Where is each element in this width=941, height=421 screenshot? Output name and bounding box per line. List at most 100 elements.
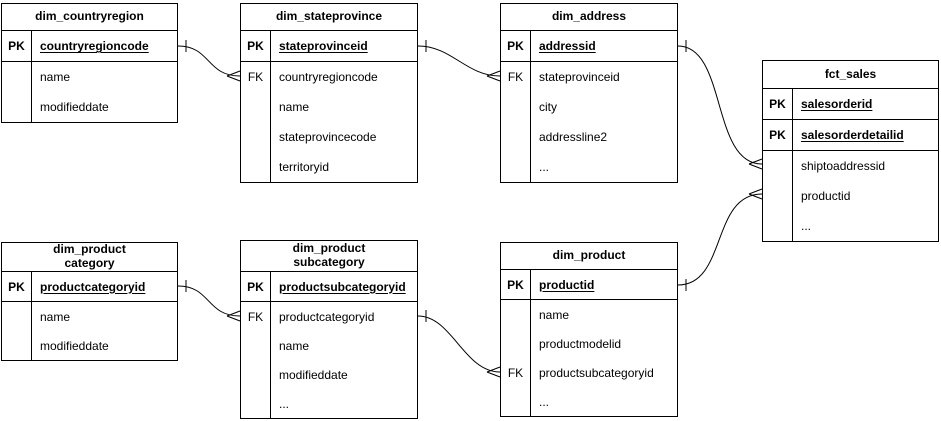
key-cell: [763, 151, 793, 181]
key-cell: [501, 122, 531, 152]
table-row: addressline2: [501, 122, 677, 152]
key-cell: [501, 387, 531, 416]
table-row: PK addressid: [501, 31, 677, 62]
column-name: city: [539, 100, 557, 114]
column-name: modifieddate: [279, 367, 348, 382]
relationship-countryregion-stateprovince: [177, 40, 241, 82]
table-row: productmodelid: [501, 329, 677, 358]
table-dim-product-subcategory: dim_product subcategory PK productsubcat…: [240, 240, 418, 419]
table-dim-product: dim_product PK productid name productmod…: [500, 242, 678, 417]
table-row: PK stateprovinceid: [241, 31, 417, 62]
key-cell: [501, 152, 531, 182]
table-row: territoryid: [241, 152, 417, 182]
table-title: dim_product category: [2, 242, 177, 272]
column-name: modifieddate: [40, 338, 109, 353]
key-cell: [501, 329, 531, 358]
key-cell: [241, 389, 271, 418]
column-name: productid: [539, 277, 595, 292]
table-title: dim_product: [501, 243, 677, 270]
table-row: name: [241, 331, 417, 360]
relationship-line: [177, 285, 241, 317]
key-cell: [241, 152, 271, 182]
table-row: PK countryregioncode: [2, 31, 177, 62]
column-name: ...: [801, 219, 812, 233]
table-row: PK salesorderdetailid: [763, 120, 938, 151]
relationship-line: [417, 45, 501, 77]
table-row: name: [2, 302, 177, 331]
key-cell: PK: [763, 120, 793, 150]
key-cell: [2, 331, 32, 360]
relationship-line: [417, 315, 501, 373]
table-title: dim_product subcategory: [241, 241, 417, 272]
key-cell: [241, 360, 271, 389]
column-name: addressid: [539, 39, 596, 53]
table-title: dim_address: [501, 4, 677, 31]
key-cell: PK: [501, 31, 531, 61]
relationship-stateprovince-address: [417, 40, 501, 82]
table-row: ...: [501, 152, 677, 182]
table-row: PK productcategoryid: [2, 272, 177, 302]
key-cell: [763, 211, 793, 241]
key-cell: [2, 62, 32, 92]
table-dim-address: dim_address PK addressid FK stateprovinc…: [500, 3, 678, 183]
relationship-product-fctsales: [677, 188, 763, 291]
crow-foot-many-icon: [486, 366, 501, 378]
column-name: name: [40, 309, 71, 324]
column-name: productid: [801, 189, 851, 203]
relationship-line: [677, 193, 763, 286]
column-name: stateprovincecode: [279, 130, 377, 144]
table-row: FK countryregioncode: [241, 62, 417, 92]
table-row: FK productcategoryid: [241, 302, 417, 331]
column-name: productcategoryid: [40, 279, 146, 294]
relationship-line: [677, 45, 763, 165]
key-cell: [2, 302, 32, 331]
column-name: stateprovinceid: [539, 70, 620, 84]
column-name: productsubcategoryid: [279, 279, 406, 294]
key-cell: FK: [241, 302, 271, 331]
column-name: name: [40, 70, 71, 84]
table-title: fct_sales: [763, 61, 938, 89]
column-name: salesorderid: [801, 97, 873, 111]
key-cell: [241, 92, 271, 122]
relationship-category-subcategory: [177, 280, 241, 322]
key-cell: [501, 300, 531, 329]
key-cell: [241, 122, 271, 152]
table-row: FK productsubcategoryid: [501, 358, 677, 387]
column-name: territoryid: [279, 160, 330, 174]
key-cell: FK: [241, 62, 271, 92]
column-name: name: [539, 307, 570, 322]
table-row: PK productid: [501, 270, 677, 300]
table-row: productid: [763, 181, 938, 211]
column-name: productcategoryid: [279, 309, 375, 324]
column-name: countryregioncode: [279, 70, 378, 84]
column-name: ...: [539, 160, 550, 174]
table-row: ...: [763, 211, 938, 241]
table-row: ...: [501, 387, 677, 416]
column-name: productmodelid: [539, 336, 622, 351]
crow-foot-many-icon: [748, 158, 763, 170]
table-row: name: [241, 92, 417, 122]
column-name: modifieddate: [40, 100, 109, 114]
key-cell: PK: [2, 31, 32, 61]
relationship-subcategory-product: [417, 310, 501, 378]
column-name: stateprovinceid: [279, 39, 368, 53]
column-name: countryregioncode: [40, 39, 149, 53]
table-row: modifieddate: [2, 92, 177, 122]
table-row: modifieddate: [241, 360, 417, 389]
table-row: name: [501, 300, 677, 329]
crow-foot-many-icon: [748, 188, 763, 200]
table-dim-product-category: dim_product category PK productcategoryi…: [1, 242, 178, 361]
column-name: ...: [279, 396, 290, 411]
crow-foot-many-icon: [486, 70, 501, 82]
table-dim-stateprovince: dim_stateprovince PK stateprovinceid FK …: [240, 3, 418, 183]
table-dim-countryregion: dim_countryregion PK countryregioncode n…: [1, 3, 178, 123]
key-cell: [241, 331, 271, 360]
column-name: name: [279, 338, 310, 353]
key-cell: PK: [763, 89, 793, 119]
key-cell: PK: [2, 272, 32, 301]
key-cell: FK: [501, 358, 531, 387]
key-cell: [763, 181, 793, 211]
key-cell: PK: [241, 272, 271, 301]
